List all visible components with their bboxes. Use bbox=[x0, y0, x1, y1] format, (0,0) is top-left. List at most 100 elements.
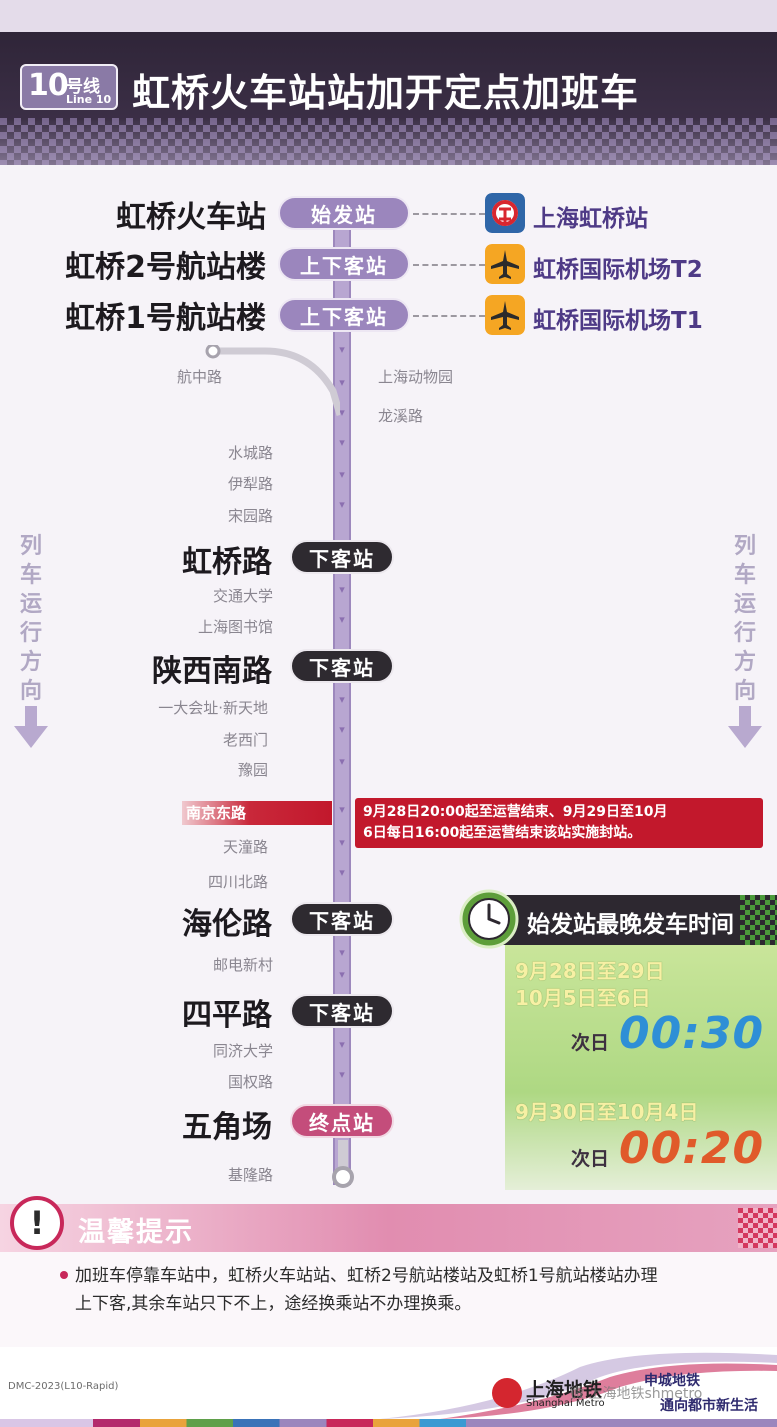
bullet-icon bbox=[60, 1271, 68, 1279]
last-train-panel bbox=[505, 945, 777, 1190]
station-longxi-road: 龙溪路 bbox=[378, 407, 424, 425]
connection-shanghai-hongqiao: 上海虹桥站 bbox=[533, 206, 648, 232]
station-minor: 上海图书馆 bbox=[197, 618, 273, 636]
chevron-down-icon: ▾ bbox=[339, 498, 345, 511]
chevron-down-icon: ▾ bbox=[339, 968, 345, 981]
slogan-line1: 申城地铁 bbox=[644, 1373, 700, 1389]
chevron-down-icon: ▾ bbox=[339, 583, 345, 596]
station-shaanxi-south-road: 陕西南路 bbox=[152, 654, 272, 689]
station-hongqiao-t2: 虹桥2号航站楼 bbox=[65, 250, 266, 285]
document-code: DMC-2023(L10-Rapid) bbox=[8, 1381, 119, 1392]
tips-header bbox=[0, 1204, 777, 1252]
tag-origin: 始发站 bbox=[278, 196, 410, 230]
logo-cn: 上海地铁 bbox=[526, 1379, 603, 1401]
station-minor: 四川北路 bbox=[207, 873, 268, 891]
exclamation-icon: ! bbox=[10, 1196, 64, 1250]
chevron-down-icon: ▾ bbox=[339, 693, 345, 706]
station-hongqiao-t1: 虹桥1号航站楼 bbox=[65, 301, 266, 336]
logo-en: Shanghai Metro bbox=[526, 1398, 605, 1409]
chevron-down-icon: ▾ bbox=[339, 803, 345, 816]
footer-color-stripe bbox=[0, 1419, 777, 1427]
station-nanjing-east-road: 南京东路 bbox=[186, 804, 247, 822]
station-hongqiao-railway: 虹桥火车站 bbox=[116, 200, 266, 235]
tag-board-alight: 上下客站 bbox=[278, 247, 410, 281]
connection-airport-t2: 虹桥国际机场T2 bbox=[533, 257, 703, 283]
station-minor: 一大会址·新天地 bbox=[158, 699, 268, 717]
closure-notice-line1: 9月28日20:00起至运营结束、9月29日至10月 bbox=[363, 804, 668, 820]
header-checker-fade bbox=[0, 118, 777, 165]
closure-notice: 9月28日20:00起至运营结束、9月29日至10月 6日每日16:00起至运营… bbox=[355, 798, 763, 848]
next-day-label: 次日 bbox=[571, 1032, 610, 1054]
direction-label-left: 列 车 运 行 方 向 bbox=[19, 534, 42, 704]
last-train-header bbox=[480, 895, 777, 945]
clock-icon bbox=[459, 889, 519, 949]
tag-alight-only: 下客站 bbox=[290, 649, 394, 683]
chevron-down-icon: ▾ bbox=[339, 376, 345, 389]
station-hongqiao-road: 虹桥路 bbox=[182, 545, 272, 580]
watermark: 微 上海地铁shmetro bbox=[570, 1386, 703, 1402]
closure-station-bar bbox=[182, 801, 332, 825]
station-shanghai-zoo: 上海动物园 bbox=[378, 368, 454, 386]
tips-title: 温馨提示 bbox=[78, 1217, 194, 1248]
station-minor: 豫园 bbox=[237, 761, 268, 779]
chevron-down-icon: ▾ bbox=[339, 1068, 345, 1081]
airplane-icon bbox=[485, 295, 525, 335]
station-minor: 交通大学 bbox=[212, 587, 273, 605]
terminal-marker bbox=[332, 1140, 354, 1188]
footer-wave bbox=[380, 1352, 777, 1419]
chevron-down-icon: ▾ bbox=[339, 755, 345, 768]
connector-dash bbox=[413, 264, 485, 266]
arrow-down-icon bbox=[14, 706, 48, 748]
tag-alight-only: 下客站 bbox=[290, 540, 394, 574]
period-dates: 10月5日至6日 bbox=[515, 986, 651, 1010]
line-number: 10 bbox=[28, 68, 69, 103]
branch-track bbox=[205, 345, 340, 416]
chevron-down-icon: ▾ bbox=[339, 836, 345, 849]
tag-alight-only: 下客站 bbox=[290, 994, 394, 1028]
chevron-down-icon: ▾ bbox=[339, 866, 345, 879]
chevron-down-icon: ▾ bbox=[339, 723, 345, 736]
station-minor: 老西门 bbox=[222, 731, 268, 749]
chevron-down-icon: ▾ bbox=[339, 436, 345, 449]
tips-text: 加班车停靠车站中，虹桥火车站站、虹桥2号航站楼站及虹桥1号航站楼站办理 上下客,… bbox=[75, 1266, 658, 1314]
next-day-label: 次日 bbox=[571, 1148, 610, 1170]
station-minor: 同济大学 bbox=[212, 1042, 273, 1060]
tips-checker-pattern bbox=[738, 1208, 777, 1248]
chevron-down-icon: ▾ bbox=[339, 343, 345, 356]
station-minor: 水城路 bbox=[227, 444, 273, 462]
tag-alight-only: 下客站 bbox=[290, 902, 394, 936]
station-siping-road: 四平路 bbox=[182, 998, 272, 1033]
station-minor: 伊犁路 bbox=[227, 475, 273, 493]
tag-terminal: 终点站 bbox=[290, 1104, 394, 1138]
line-en: Line 10 bbox=[66, 93, 112, 106]
railway-station-icon bbox=[485, 193, 525, 233]
chevron-down-icon: ▾ bbox=[339, 468, 345, 481]
line-badge: 10 号线 Line 10 bbox=[20, 64, 118, 110]
connector-dash bbox=[413, 315, 485, 317]
station-minor: 天潼路 bbox=[222, 838, 268, 856]
station-wujiaochang: 五角场 bbox=[182, 1110, 272, 1145]
airplane-icon bbox=[485, 244, 525, 284]
station-minor: 邮电新村 bbox=[212, 956, 273, 974]
shanghai-metro-logo-icon bbox=[492, 1378, 522, 1408]
last-train-time: 00:30 bbox=[619, 1008, 765, 1059]
station-hailun-road: 海伦路 bbox=[182, 907, 272, 942]
direction-label-right: 列 车 运 行 方 向 bbox=[733, 534, 756, 704]
chevron-down-icon: ▾ bbox=[339, 613, 345, 626]
station-minor: 基隆路 bbox=[227, 1166, 273, 1184]
arrow-down-icon bbox=[728, 706, 762, 748]
period-dates: 9月30日至10月4日 bbox=[515, 1100, 699, 1124]
station-hangzhong-road: 航中路 bbox=[177, 368, 223, 386]
last-train-header-checker bbox=[740, 895, 777, 945]
slogan-line2: 通向都市新生活 bbox=[660, 1398, 758, 1414]
chevron-down-icon: ▾ bbox=[339, 1038, 345, 1051]
last-train-time: 00:20 bbox=[619, 1123, 765, 1174]
line-track bbox=[333, 210, 351, 1185]
station-minor: 国权路 bbox=[227, 1073, 273, 1091]
header-top-strip bbox=[0, 0, 777, 32]
chevron-down-icon: ▾ bbox=[339, 946, 345, 959]
connector-dash bbox=[413, 213, 485, 215]
chevron-down-icon: ▾ bbox=[339, 406, 345, 419]
station-minor: 宋园路 bbox=[227, 507, 273, 525]
period-dates: 9月28日至29日 bbox=[515, 959, 665, 983]
